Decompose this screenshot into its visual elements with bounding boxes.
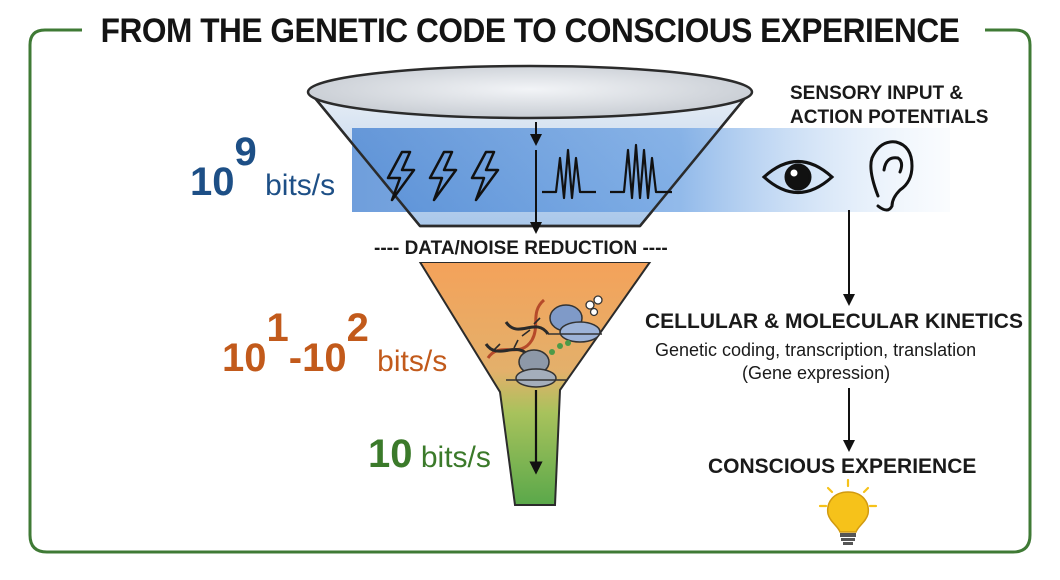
page-title: FROM THE GENETIC CODE TO CONSCIOUS EXPER… <box>100 12 960 50</box>
kinetics-heading: CELLULAR & MOLECULAR KINETICS <box>645 310 1023 333</box>
rate-mid-unit: bits/s <box>377 345 448 378</box>
lightning-bolt-icon <box>386 150 500 202</box>
rate-mid-base2: 10 <box>302 336 347 380</box>
sensory-label-line1: SENSORY INPUT & <box>790 83 964 104</box>
ear-icon <box>869 140 914 212</box>
rate-label-middle: 101-102 bits/s <box>222 308 448 381</box>
rate-label-bottom: 10 bits/s <box>368 432 491 477</box>
rate-bot-unit: bits/s <box>420 441 491 474</box>
spike-train-icon <box>542 143 672 200</box>
reduction-label: ---- DATA/NOISE REDUCTION ---- <box>368 236 674 262</box>
rate-top-unit: bits/s <box>265 169 336 202</box>
rate-mid-dash: - <box>288 336 303 380</box>
rate-top-base: 10 <box>190 160 235 204</box>
ribosome-icon-2 <box>506 340 571 388</box>
ribosome-icon <box>548 295 603 343</box>
funnel-rim <box>306 64 754 120</box>
rate-mid-base1: 10 <box>222 336 267 380</box>
kinetics-description: Genetic coding, transcription, translati… <box>655 340 977 360</box>
eye-icon <box>761 160 835 194</box>
sensory-label: SENSORY INPUT & ACTION POTENTIALS <box>790 82 988 130</box>
rate-top-exponent: 9 <box>234 130 257 174</box>
rate-label-top: 109 bits/s <box>190 132 336 205</box>
conscious-experience-label: CONSCIOUS EXPERIENCE <box>708 455 977 478</box>
frame-border <box>28 28 1032 554</box>
rate-mid-exp2: 2 <box>346 306 369 350</box>
rate-bot-base: 10 <box>368 432 413 476</box>
kinetics-subtitle: (Gene expression) <box>742 363 891 383</box>
sensory-label-line2: ACTION POTENTIALS <box>790 107 989 128</box>
dna-helix-icon <box>484 298 550 359</box>
lightbulb-icon <box>818 478 878 545</box>
rate-mid-exp1: 1 <box>266 306 289 350</box>
